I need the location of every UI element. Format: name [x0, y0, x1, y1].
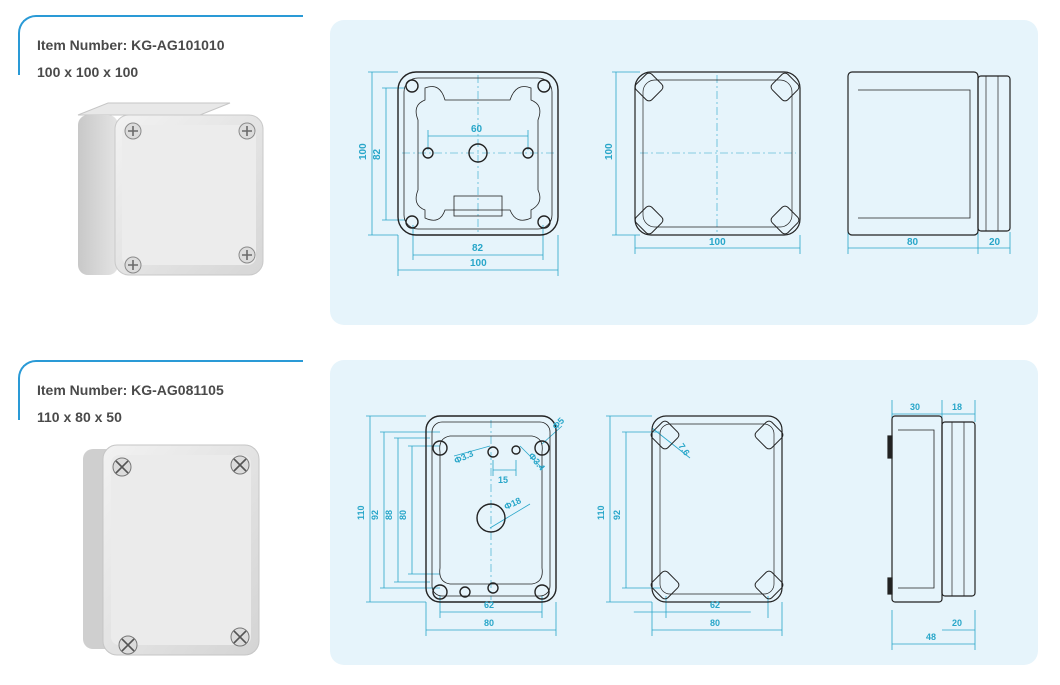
- screw-icon: [124, 256, 142, 274]
- dim-label: 80: [710, 618, 720, 628]
- dim-label: 15: [498, 475, 508, 485]
- dim-label: 100: [709, 237, 726, 248]
- screw-icon: [230, 455, 250, 475]
- dim-label: 82: [372, 148, 383, 160]
- dim-label: 100: [604, 143, 615, 160]
- product-section-2: Item Number: KG-AG081105 110 x 80 x 50: [0, 345, 1060, 675]
- title-frame: [17, 360, 303, 440]
- dim-label: 92: [370, 510, 380, 520]
- item-dimensions: 100 x 100 x 100: [37, 64, 139, 80]
- screw-icon: [112, 457, 132, 477]
- dim-label: Φ5: [550, 416, 566, 432]
- dim-label: 100: [470, 258, 487, 269]
- item-dimensions: 110 x 80 x 50: [37, 409, 122, 425]
- product-section-1: Item Number: KG-AG101010 100 x 100 x 100: [0, 0, 1060, 330]
- dim-label: Φ3.3: [453, 448, 475, 465]
- dim-label: 7.6: [676, 441, 691, 457]
- dim-label: 110: [356, 505, 366, 520]
- technical-drawings-panel: 110 92 88 80 Φ3.3 Φ5 Φ3.4 15 Φ18 62 80 1…: [330, 360, 1038, 665]
- item-number: Item Number: KG-AG081105: [37, 382, 224, 398]
- dim-label: 80: [398, 510, 408, 520]
- screw-icon: [238, 246, 256, 264]
- dim-label: 100: [358, 143, 369, 160]
- screw-icon: [230, 627, 250, 647]
- title-frame: [17, 15, 303, 95]
- product-photo: [83, 444, 260, 656]
- dim-label: 110: [596, 505, 606, 520]
- dim-label: 80: [484, 618, 494, 628]
- dim-label: 62: [484, 600, 494, 610]
- dim-label: 92: [612, 510, 622, 520]
- dim-label: Φ18: [503, 495, 523, 511]
- dim-label: 30: [910, 402, 920, 412]
- item-number: Item Number: KG-AG101010: [37, 37, 225, 53]
- screw-icon: [124, 122, 142, 140]
- technical-drawings-panel: 100 82 60 82 100 100 100 80 20: [330, 20, 1038, 325]
- product-photo: [77, 102, 264, 276]
- dim-label: 88: [384, 510, 394, 520]
- dim-label: 80: [907, 237, 919, 248]
- dim-label: 62: [710, 600, 720, 610]
- screw-icon: [118, 635, 138, 655]
- dim-label: 82: [472, 243, 484, 254]
- dim-label: 20: [952, 618, 962, 628]
- screw-icon: [238, 122, 256, 140]
- dim-label: 20: [989, 237, 1001, 248]
- dim-label: 60: [471, 124, 483, 135]
- dim-label: 18: [952, 402, 962, 412]
- dim-label: 48: [926, 632, 936, 642]
